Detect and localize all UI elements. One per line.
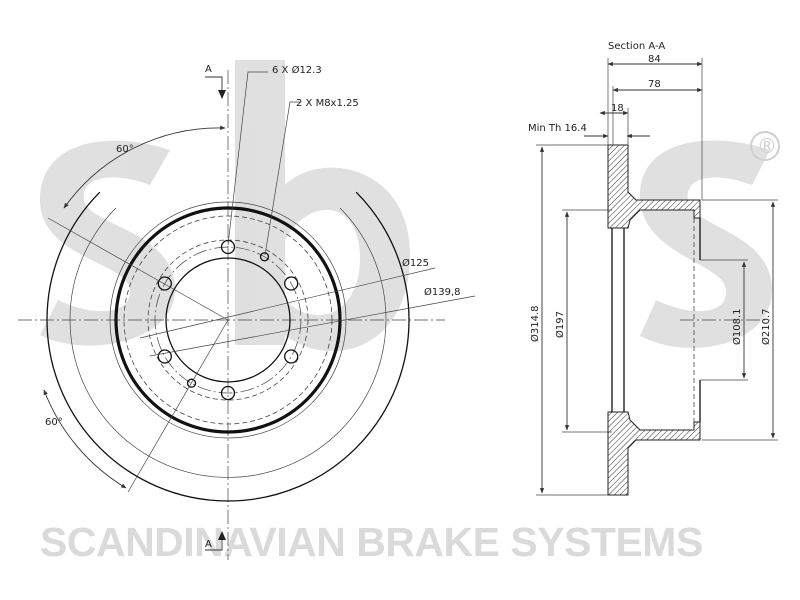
bolt-hole [157,276,172,291]
hat-inner-hidden [123,215,333,425]
registered-mark: ® [757,134,777,158]
brand-caption: SCANDINAVIAN BRAKE SYSTEMS [40,519,703,565]
overall-height-label: 84 [648,54,661,65]
threaded-holes-label: 2 X M8x1.25 [296,98,359,109]
section-marker-bottom: A [205,539,212,550]
hat-diameter-label: Ø210.7 [760,309,772,346]
angle-line-upper [47,217,229,321]
section-marker-top: A [205,64,212,75]
center-bore [165,257,291,383]
outer-diameter-label: Ø314.8 [529,306,541,343]
section-marker-top-arrow [218,90,226,99]
front-view: 60° 60° 6 X Ø12.3 2 X M8x1.25 Ø125 Ø139,… [18,64,476,560]
angle-bottom-label: 60° [45,417,63,428]
threaded-holes-leader [264,101,300,256]
disc-thickness-label: 18 [611,103,624,114]
bolt-hole [157,349,172,364]
bolt-pitch-circle [154,246,302,394]
pcd-dimension-line [139,267,436,339]
threaded-hole [186,378,197,388]
bolt-hole [284,276,299,291]
bolt-hole [220,239,236,255]
section-marker-bottom-arrow [218,531,226,540]
disc-outer-edge [46,191,410,502]
min-thickness-label: Min Th 16.4 [528,123,587,134]
section-lower-profile [607,411,701,496]
angle-arc-upper [63,125,226,209]
bolt-holes-label: 6 X Ø12.3 [272,64,322,76]
angle-arc-lower [43,389,127,489]
hat-depth-label: 78 [648,79,661,90]
bolt-holes [157,239,299,401]
registered-mark-circle [750,131,780,161]
angle-line-lower [127,319,229,493]
center-bore-label: Ø108.1 [731,309,743,346]
hub-dimension-line [149,295,476,357]
threaded-hole [259,252,270,262]
section-marker-top-line [205,76,223,92]
section-marker-bottom-line [205,538,223,551]
section-title: Section A-A [608,41,665,52]
watermark: SCANDINAVIAN BRAKE SYSTEMS ® [40,60,780,565]
hub-diameter-label: Ø139,8 [424,286,461,298]
bolt-hole [284,349,299,364]
threaded-holes [186,252,270,388]
angle-top-label: 60° [116,144,134,155]
drum-diameter-label: Ø197 [554,311,566,338]
section-view: Section A-A 84 78 18 Min Th 16.4 Ø314.8 [528,41,778,496]
bolt-hole [220,385,236,401]
hat-outer-ring [114,206,342,434]
pcd-label: Ø125 [402,257,429,269]
bolt-holes-leader [227,71,268,246]
